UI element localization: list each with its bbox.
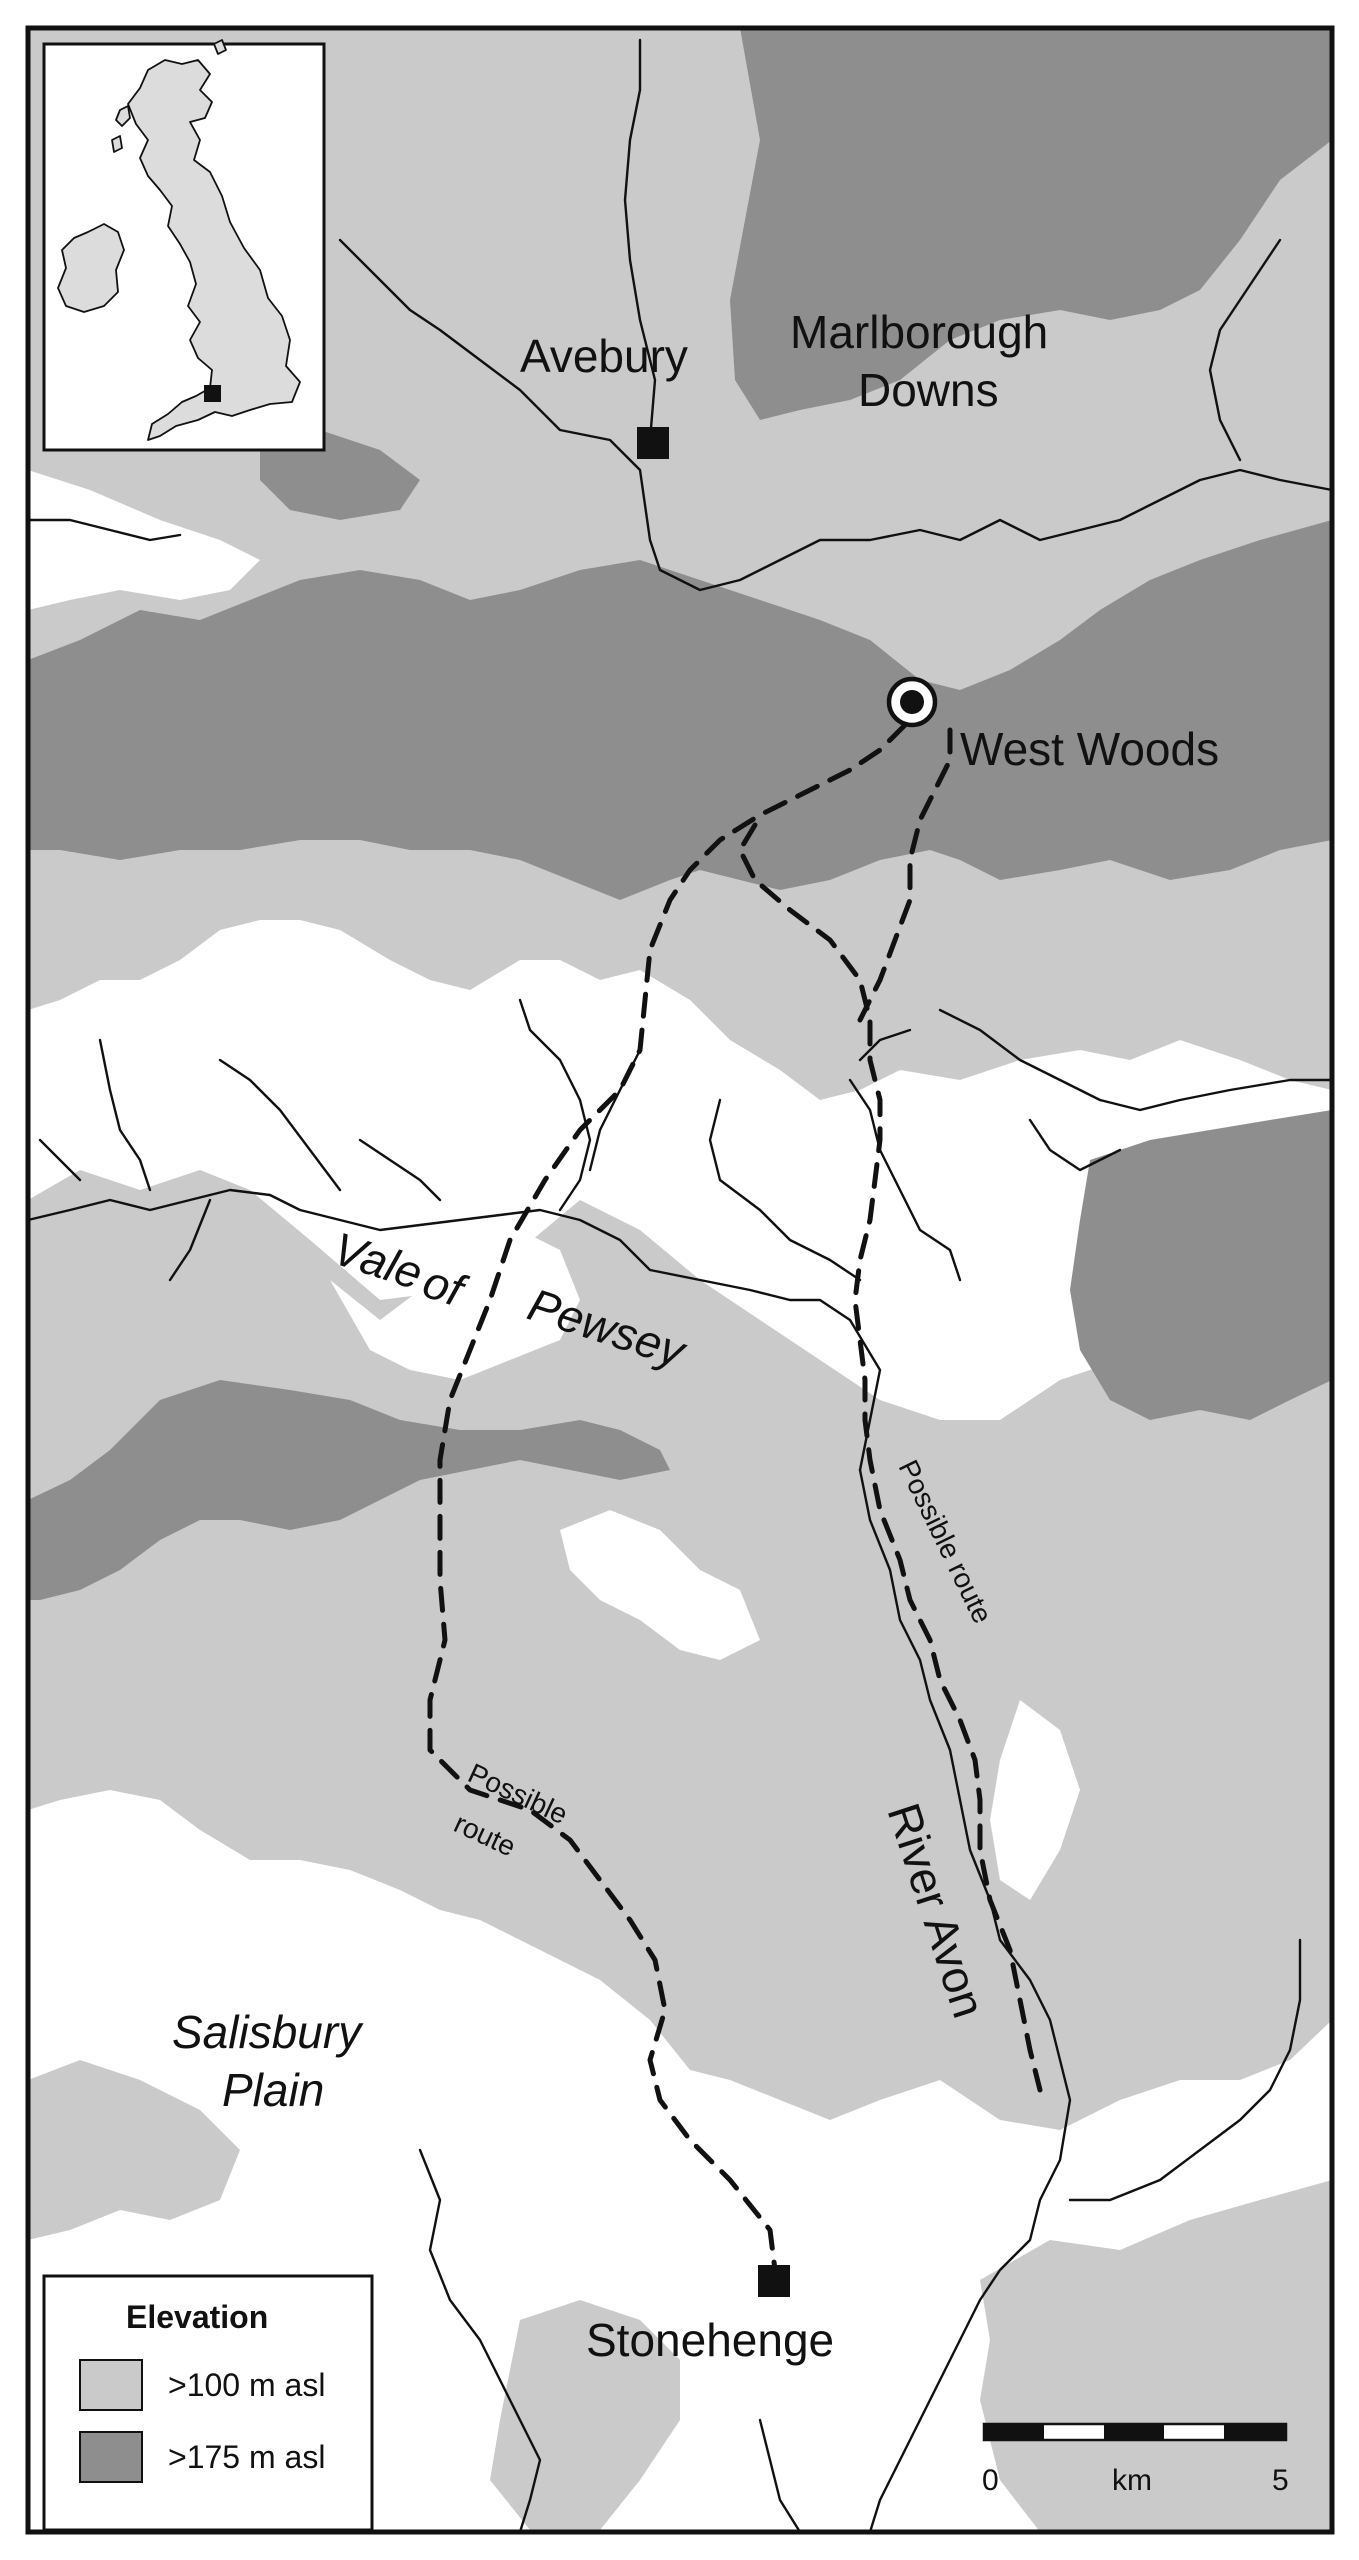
river-vale-trib-5 xyxy=(708,1098,862,1282)
label-marlborough-downs-line1: Marlborough xyxy=(790,306,1048,358)
river-vale-trib-13 xyxy=(38,1138,82,1182)
map-frame xyxy=(25,25,1335,2535)
route-mid xyxy=(737,822,1043,2093)
label-salisbury-line2: Plain xyxy=(222,2064,324,2116)
uk-locator-map-icon xyxy=(57,39,301,441)
river-north-2 xyxy=(623,38,657,442)
river-north-3 xyxy=(1208,238,1282,462)
scale-segment-1 xyxy=(984,2424,1044,2440)
river-vale-trib-10 xyxy=(858,1028,912,1062)
rivers xyxy=(26,38,1334,2534)
west-woods-marker xyxy=(886,676,938,728)
label-salisbury-line1: Salisbury xyxy=(172,2006,364,2058)
river-vale-trib-7 xyxy=(938,1008,1102,1102)
river-vale-trib-9 xyxy=(1028,1118,1122,1172)
river-vale-trib-12 xyxy=(98,1038,152,1192)
label-stonehenge: Stonehenge xyxy=(586,2314,834,2366)
river-north-1 xyxy=(338,238,1334,592)
possible-routes xyxy=(427,722,1043,2273)
stonehenge-marker xyxy=(758,2265,790,2297)
river-vale-trib-2 xyxy=(358,1138,442,1202)
legend-swatch-175 xyxy=(79,2431,143,2483)
river-north-west xyxy=(26,518,182,542)
river-south-west xyxy=(418,2148,542,2534)
label-west-woods: West Woods xyxy=(960,723,1219,775)
legend-title: Elevation xyxy=(126,2299,268,2335)
legend-label-100: >100 m asl xyxy=(168,2367,325,2403)
label-marlborough-downs-line2: Downs xyxy=(858,364,999,416)
river-vale-trib-6 xyxy=(848,1078,962,1282)
scale-start-label: 0 xyxy=(982,2464,999,2497)
avebury-marker xyxy=(637,427,669,459)
legend: Elevation >100 m asl >175 m asl xyxy=(42,2274,374,2532)
inset-map xyxy=(42,39,326,452)
scale-bar: 0 km 5 xyxy=(982,2422,1289,2497)
river-south-east xyxy=(1068,1938,1302,2202)
scale-end-label: 5 xyxy=(1272,2464,1289,2497)
scale-unit-label: km xyxy=(1112,2464,1152,2497)
elevation-175-areas xyxy=(28,28,1332,1600)
river-south-mid xyxy=(758,2418,802,2534)
scale-segment-5 xyxy=(1224,2424,1286,2440)
route-west xyxy=(427,722,908,2273)
river-vale-trib-1 xyxy=(218,1058,342,1192)
inset-location-marker xyxy=(204,385,221,402)
river-avon xyxy=(858,1468,1072,2534)
legend-swatch-100 xyxy=(79,2359,143,2411)
scale-segment-3 xyxy=(1104,2424,1164,2440)
route-north-fork xyxy=(857,727,953,1023)
river-vale-trib-8 xyxy=(1098,1078,1334,1112)
legend-label-175: >175 m asl xyxy=(168,2439,325,2475)
river-vale-trib-11 xyxy=(168,1198,212,1282)
river-vale-trib-3 xyxy=(518,998,592,1212)
label-avebury: Avebury xyxy=(520,330,688,382)
river-vale-main xyxy=(26,1188,882,1472)
lowland-areas xyxy=(28,470,1080,2030)
